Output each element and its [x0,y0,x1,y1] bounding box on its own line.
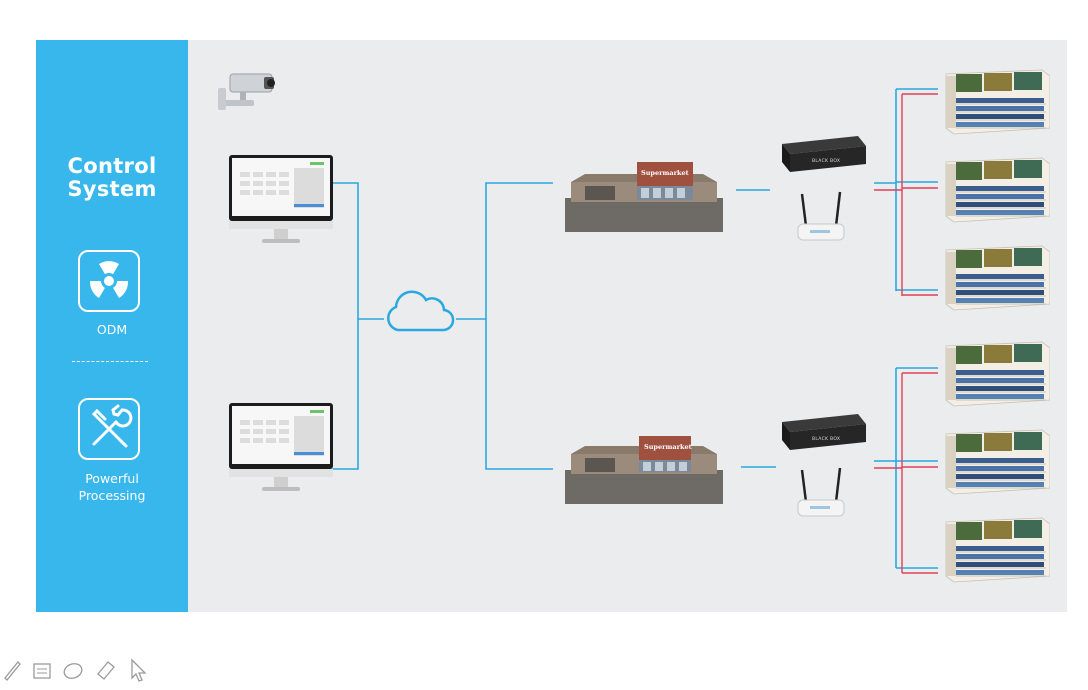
control-monitor [229,403,333,491]
store-shelf [945,157,1050,223]
store-shelf [945,341,1050,407]
security-camera-icon [218,73,275,110]
store-sign: Supermarket [641,169,689,177]
pen-icon[interactable] [2,658,22,682]
network-lines [332,88,938,574]
supermarket-building: Supermarket [565,430,723,504]
wifi-router-icon [797,467,845,517]
store-shelf [945,429,1050,495]
eraser-icon[interactable] [94,658,116,680]
pointer-icon[interactable] [128,658,148,684]
wifi-router-icon [797,191,845,241]
radiation-icon [78,250,140,312]
annotation-toolbar [0,656,160,688]
divider [72,361,148,362]
processing-label-line1: Powerful [85,471,139,486]
store-shelf [945,245,1050,311]
store-shelf [945,69,1050,135]
panel-title-line2: System [67,177,157,201]
panel-title-line1: Control [67,154,157,178]
control-monitor [229,155,333,243]
device-label: BLACK BOX [812,436,840,442]
supermarket-building: Supermarket [565,152,723,232]
cloud-icon [387,290,455,332]
slide: Control System ODM [36,40,1067,612]
store-sign: Supermarket [644,443,692,451]
control-system-panel: Control System ODM [36,40,188,612]
processing-label-line2: Processing [78,488,146,503]
highlighter-icon[interactable] [32,662,52,680]
black-box-device: BLACK BOX [782,414,866,450]
odm-label: ODM [96,322,128,337]
ellipse-icon[interactable] [62,662,84,680]
wrench-screwdriver-icon [78,398,140,460]
store-shelf [945,517,1050,583]
black-box-device: BLACK BOX [782,136,866,172]
device-label: BLACK BOX [812,158,840,164]
